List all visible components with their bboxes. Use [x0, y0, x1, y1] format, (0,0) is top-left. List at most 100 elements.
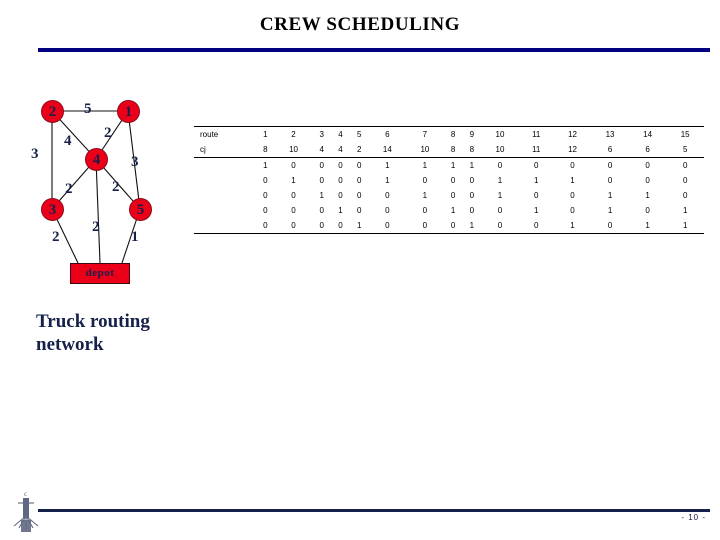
table-cell: 0 — [356, 161, 362, 170]
table-cell: 0 — [422, 206, 428, 215]
table-row-label-route: route — [194, 126, 256, 142]
table-cell: 0 — [312, 218, 332, 234]
table-cell: 1 — [534, 176, 539, 185]
table-cell: 1 — [607, 206, 613, 215]
table-cell: 0 — [319, 161, 324, 170]
table-cell: 1 — [291, 176, 296, 185]
table-cell: 5 — [666, 142, 704, 158]
table-cell: 6 — [628, 142, 667, 158]
table-cell: 1 — [607, 191, 613, 200]
table-cell: 0 — [497, 161, 503, 170]
table-row-label-blank — [194, 203, 256, 218]
table-cell: 1 — [682, 206, 688, 215]
table-cell: 4 — [312, 142, 332, 158]
table-cell: 0 — [645, 176, 650, 185]
table-cell: 1 — [256, 126, 275, 142]
edge-label-3-depot: 2 — [52, 229, 60, 245]
table-row-label-cost: cj — [194, 142, 256, 158]
table-cell: 0 — [497, 206, 503, 215]
table-cell: 10 — [481, 142, 519, 158]
table-cell: 15 — [666, 126, 704, 142]
table-cell: 8 — [462, 142, 482, 158]
table-cell: 0 — [338, 191, 343, 200]
table-cell: 1 — [422, 191, 428, 200]
table-cell: 10 — [481, 126, 519, 142]
table-cell: 6 — [591, 142, 629, 158]
table-cell: 0 — [450, 191, 456, 200]
table-cell: 0 — [469, 176, 475, 185]
table-cell: 1 — [645, 191, 650, 200]
page-title: CREW SCHEDULING — [259, 14, 461, 35]
table-cell: 14 — [628, 126, 667, 142]
table-cell: 5 — [349, 126, 369, 142]
table-cell: 14 — [368, 142, 407, 158]
edge-label-4-depot: 2 — [92, 219, 100, 235]
table-cell: 0 — [591, 218, 629, 234]
table-cell: 0 — [274, 218, 313, 234]
table-cell: 1 — [666, 218, 704, 234]
diagram-caption: Truck routing network — [36, 311, 150, 355]
table-cell: 0 — [256, 218, 275, 234]
network-node-4[interactable]: 4 — [85, 148, 108, 171]
table-cell: 12 — [553, 142, 592, 158]
table-cell: 0 — [607, 176, 613, 185]
edge-label-4-5: 2 — [112, 179, 120, 195]
table-cell: 0 — [368, 218, 407, 234]
table-cell: 11 — [518, 142, 554, 158]
table-cell: 0 — [607, 161, 613, 170]
table-cell: 0 — [570, 206, 575, 215]
table-cell: 10 — [274, 142, 313, 158]
table-cell: 9 — [462, 126, 482, 142]
table-cell: 0 — [518, 218, 554, 234]
table-cell: 12 — [553, 126, 592, 142]
table-row-label-blank — [194, 188, 256, 203]
table-cell: 0 — [356, 191, 362, 200]
network-node-3[interactable]: 3 — [41, 198, 64, 221]
table-cell: 0 — [534, 191, 539, 200]
table-cell: 1 — [422, 161, 428, 170]
depot-node[interactable]: depot — [70, 263, 130, 284]
table-cell: 0 — [356, 176, 362, 185]
table-cell: 0 — [570, 161, 575, 170]
edge-label-2-3: 3 — [31, 146, 39, 162]
table-cell: 1 — [534, 206, 539, 215]
edge-label-4-3: 2 — [65, 181, 73, 197]
institution-logo-icon: c — [13, 490, 39, 532]
table-cell: 4 — [331, 142, 350, 158]
table-cell: 1 — [497, 176, 503, 185]
table-cell: 0 — [291, 161, 296, 170]
table-cell: 0 — [263, 176, 268, 185]
table-cell: 1 — [263, 161, 268, 170]
table-cell: 1 — [319, 191, 324, 200]
table-cell: 0 — [469, 191, 475, 200]
table-cell: 0 — [443, 218, 463, 234]
table-cell: 0 — [534, 161, 539, 170]
table-cell: 2 — [274, 126, 313, 142]
table-cell: 0 — [422, 176, 428, 185]
network-node-1[interactable]: 1 — [117, 100, 140, 123]
table-cell: 0 — [319, 206, 324, 215]
table-cell: 0 — [682, 191, 688, 200]
table-cell: 6 — [368, 126, 407, 142]
table-row-label-blank — [194, 218, 256, 234]
network-node-2[interactable]: 2 — [41, 100, 64, 123]
table-cell: 0 — [263, 191, 268, 200]
table-cell: 1 — [385, 176, 390, 185]
table-cell: 0 — [263, 206, 268, 215]
table-cell: 0 — [356, 206, 362, 215]
table-cell: 0 — [682, 161, 688, 170]
title-divider — [38, 48, 710, 52]
table-row-label-blank — [194, 173, 256, 188]
table-cell: 0 — [645, 206, 650, 215]
table-cell: 1 — [553, 218, 592, 234]
table-cell: 8 — [443, 142, 463, 158]
network-node-5[interactable]: 5 — [129, 198, 152, 221]
